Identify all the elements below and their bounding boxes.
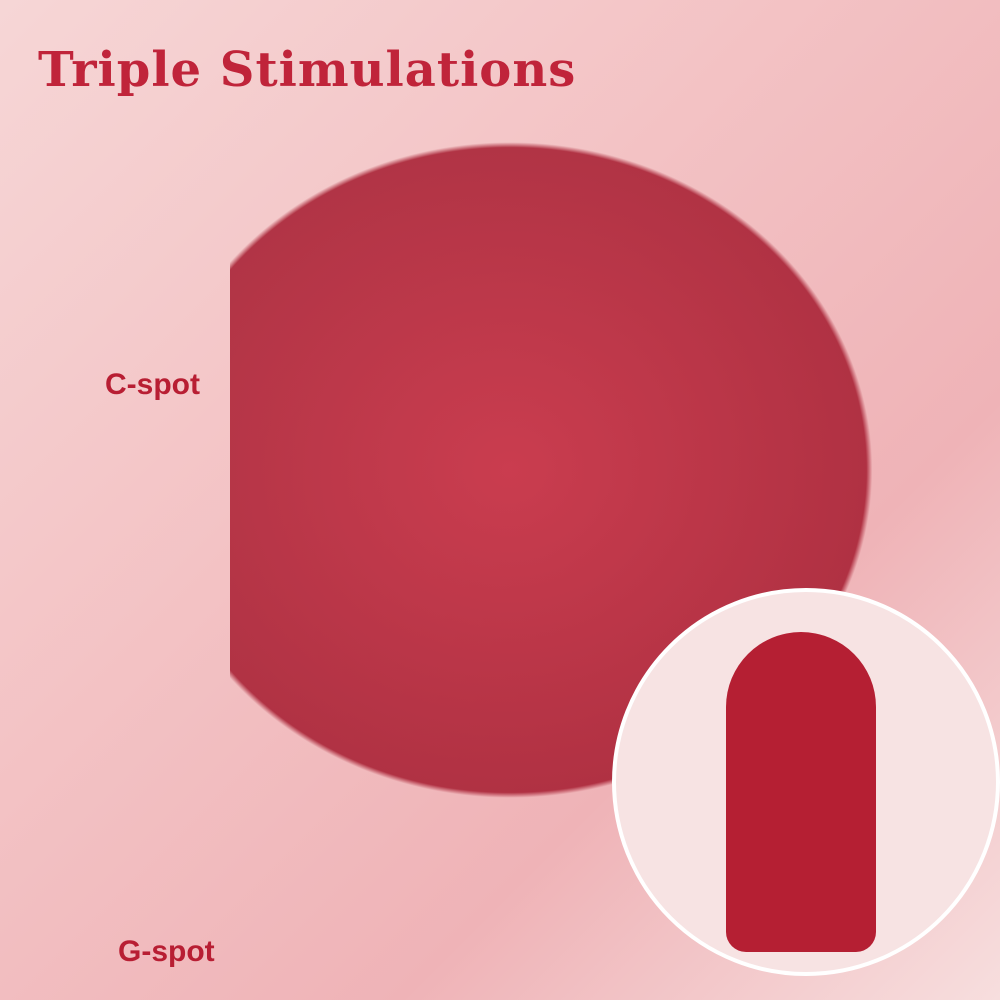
label-c-spot: C-spot [105, 368, 200, 401]
page-title: Triple Stimulations [38, 42, 577, 98]
label-g-spot: G-spot [118, 935, 215, 968]
detail-illustration [726, 632, 876, 952]
detail-inset [612, 588, 1000, 976]
